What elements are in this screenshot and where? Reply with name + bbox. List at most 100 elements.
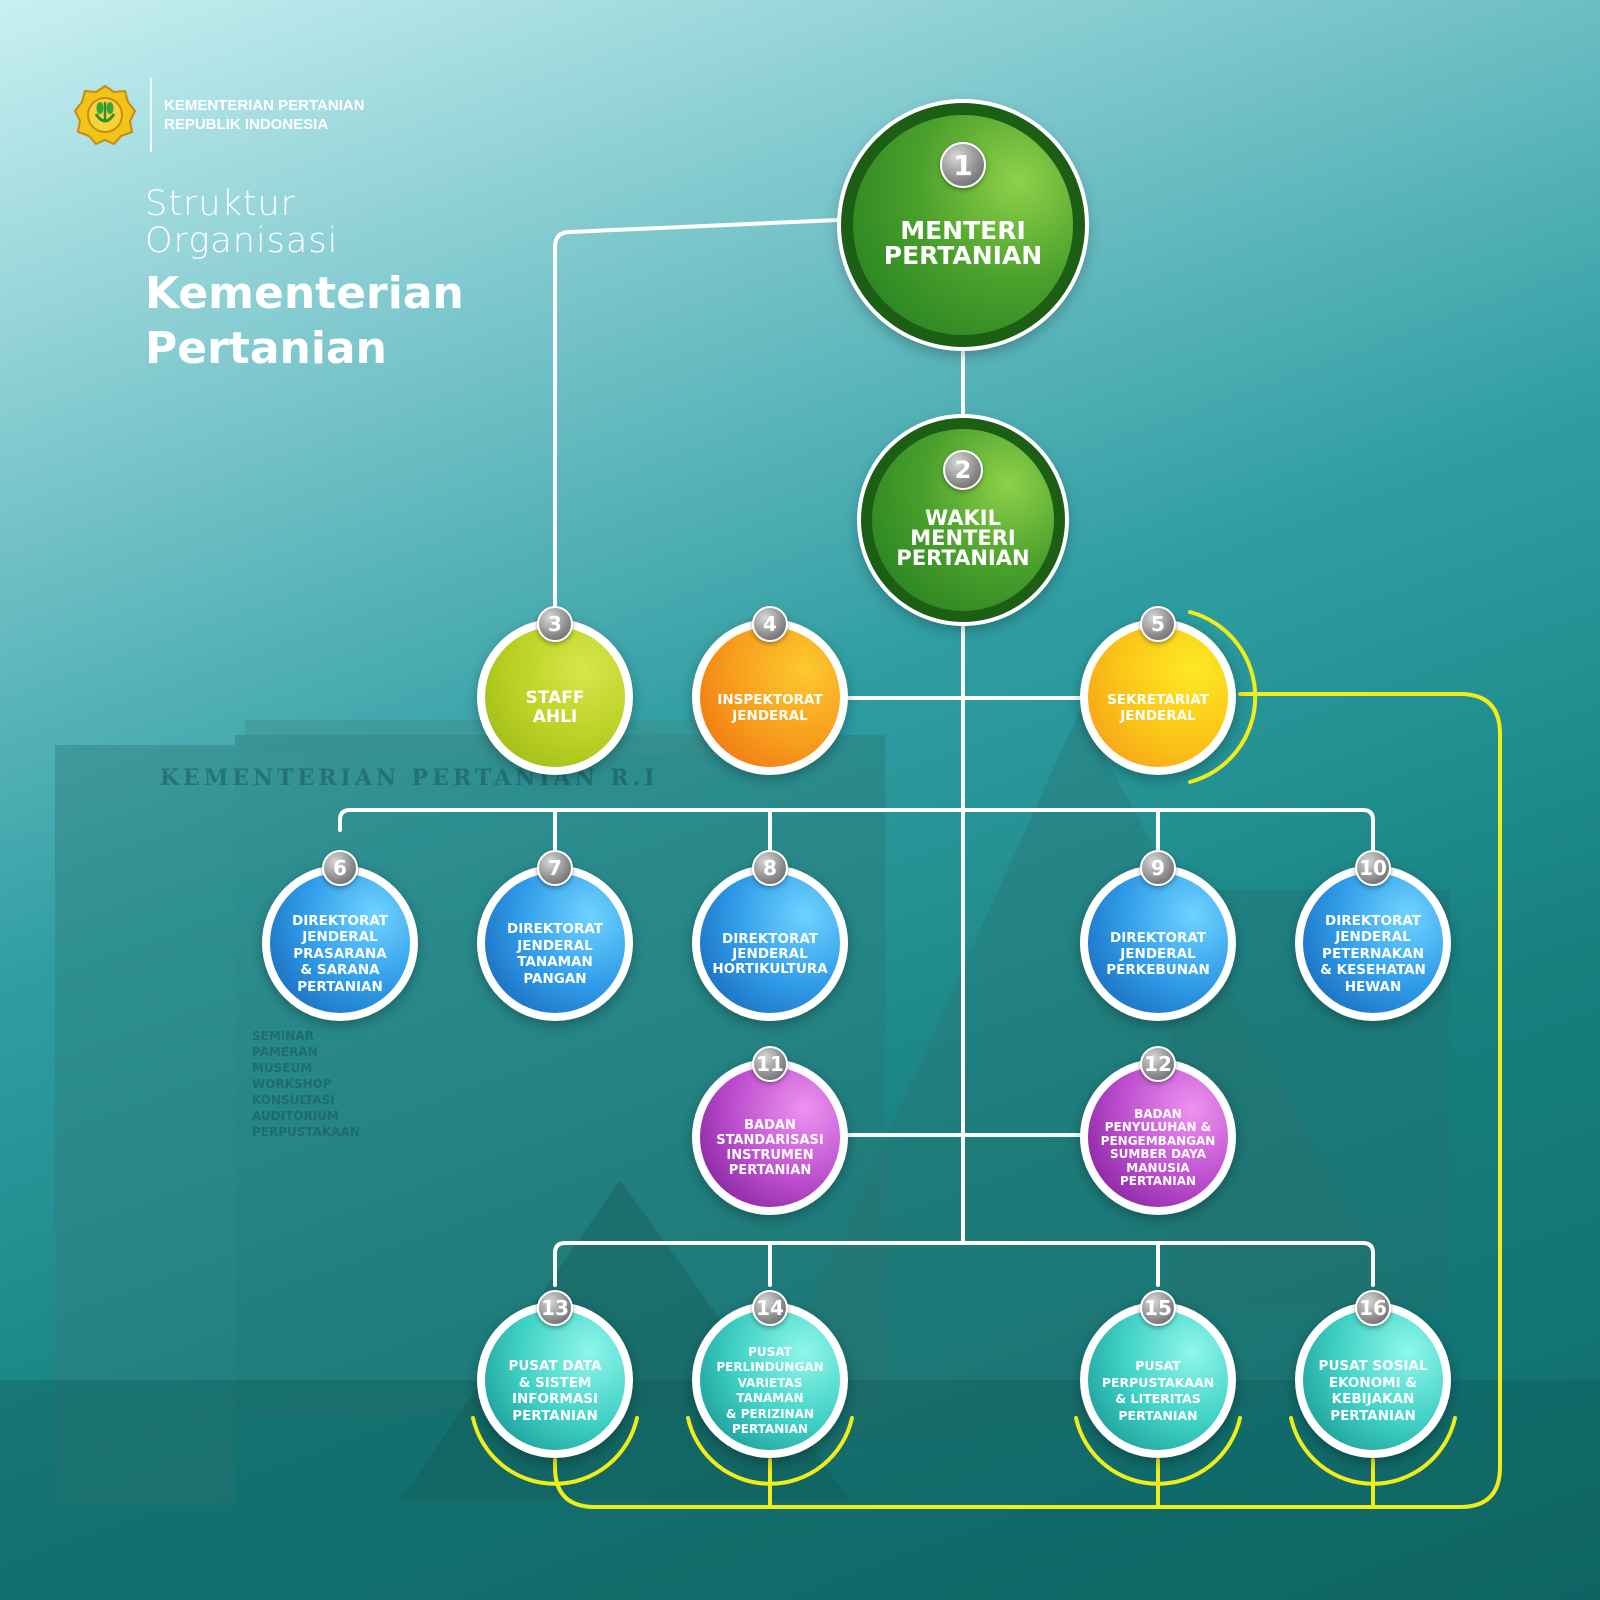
- org-node-number-badge: 8: [752, 850, 788, 886]
- org-node-label-line: PERLINDUNGAN: [716, 1360, 824, 1374]
- org-node-label-line: DIREKTORAT: [1110, 930, 1206, 946]
- org-node-label-line: HORTIKULTURA: [712, 960, 828, 977]
- org-node-label-line: STAFF: [525, 688, 585, 708]
- background-sign-line: KONSULTASI: [252, 1093, 335, 1107]
- org-node-number-badge: 14: [752, 1290, 788, 1326]
- ministry-name-line1: KEMENTERIAN PERTANIAN: [164, 97, 365, 114]
- org-node-number-badge: 9: [1140, 850, 1176, 886]
- org-node-number-badge: 3: [537, 606, 573, 642]
- ministry-logo-icon: [74, 84, 136, 146]
- org-node-label-line: & KESEHATAN: [1320, 962, 1426, 979]
- org-node-label-line: PERPUSTAKAAN: [1101, 1374, 1215, 1390]
- white-connectors: [338, 218, 1375, 1287]
- org-node-number-badge: 10: [1355, 850, 1391, 886]
- org-node-label-line: MANUSIA: [1126, 1160, 1190, 1175]
- org-node-label-line: PERTANIAN: [512, 1407, 598, 1424]
- org-node-label-line: PRASARANA: [293, 945, 387, 962]
- title-line-1: Struktur: [145, 184, 297, 224]
- org-node-number-badge: 12: [1140, 1046, 1176, 1082]
- org-node-label-line: SEKRETARIAT: [1107, 692, 1209, 708]
- org-node-label-line: DIREKTORAT: [722, 930, 818, 947]
- org-node-label-line: PENYULUHAN &: [1104, 1120, 1212, 1134]
- org-node-label-line: INFORMASI: [511, 1391, 599, 1407]
- org-node-label-line: PENGEMBANGAN: [1100, 1133, 1216, 1148]
- org-node-label-line: PUSAT: [748, 1344, 792, 1359]
- org-node-label-line: & PERIZINAN: [726, 1406, 814, 1421]
- org-node-label-line: PUSAT SOSIAL: [1318, 1358, 1428, 1374]
- org-node-label-line: JENDERAL: [1335, 929, 1411, 946]
- org-node-label-line: STANDARISASI: [716, 1133, 824, 1148]
- background-sign-line: PAMERAN: [252, 1045, 318, 1059]
- org-node-label-line: PERTANIAN: [896, 546, 1030, 570]
- org-node-number-badge: 6: [322, 850, 358, 886]
- org-node-label-line: & SISTEM: [518, 1374, 592, 1391]
- title-line-2: Organisasi: [145, 221, 339, 261]
- org-node-label-line: JENDERAL: [732, 945, 808, 962]
- ministry-name-line2: REPUBLIK INDONESIA: [164, 116, 329, 133]
- yellow-accent-lines: [471, 610, 1502, 1509]
- org-node-label-line: PERKEBUNAN: [1106, 962, 1210, 978]
- org-node-label-line: TANAMAN: [517, 954, 593, 970]
- org-node-label-line: AHLI: [532, 707, 578, 727]
- org-node-number-badge: 16: [1355, 1290, 1391, 1326]
- org-node-label-line: INSTRUMEN: [726, 1148, 814, 1163]
- org-node-label-line: MENTERI: [910, 526, 1016, 550]
- org-node-label-line: PUSAT: [1135, 1358, 1181, 1373]
- org-node-label-line: PERTANIAN: [297, 978, 383, 995]
- org-node-label-line: JENDERAL: [732, 708, 808, 724]
- org-node-label-line: BADAN: [1134, 1106, 1182, 1121]
- org-node-label-line: KEBIJAKAN: [1331, 1391, 1415, 1407]
- background-sign-line: SEMINAR: [252, 1029, 314, 1043]
- org-node-label-line: JENDERAL: [302, 929, 378, 946]
- ministry-brand: KEMENTERIAN PERTANIAN REPUBLIK INDONESIA: [74, 78, 365, 152]
- org-node-number-badge: 13: [537, 1290, 573, 1326]
- org-node-label-line: PERTANIAN: [1118, 1407, 1198, 1423]
- org-node-number-badge: 15: [1140, 1290, 1176, 1326]
- org-node-label-line: JENDERAL: [1120, 708, 1196, 724]
- org-node-label-line: INSPEKTORAT: [717, 692, 823, 708]
- org-node-number-badge: 4: [752, 606, 788, 642]
- org-node-label-line: DIREKTORAT: [507, 921, 603, 937]
- brand-separator: [150, 78, 152, 152]
- background-sign-line: PERPUSTAKAAN: [252, 1125, 360, 1139]
- org-node-label-line: PETERNAKAN: [1322, 945, 1424, 962]
- title-bold: Kementerian Pertanian: [145, 266, 464, 376]
- title-bold-line-2: Pertanian: [145, 323, 387, 374]
- org-node-label-line: EKONOMI &: [1328, 1374, 1418, 1391]
- org-node-label-line: VARIETAS: [737, 1375, 803, 1390]
